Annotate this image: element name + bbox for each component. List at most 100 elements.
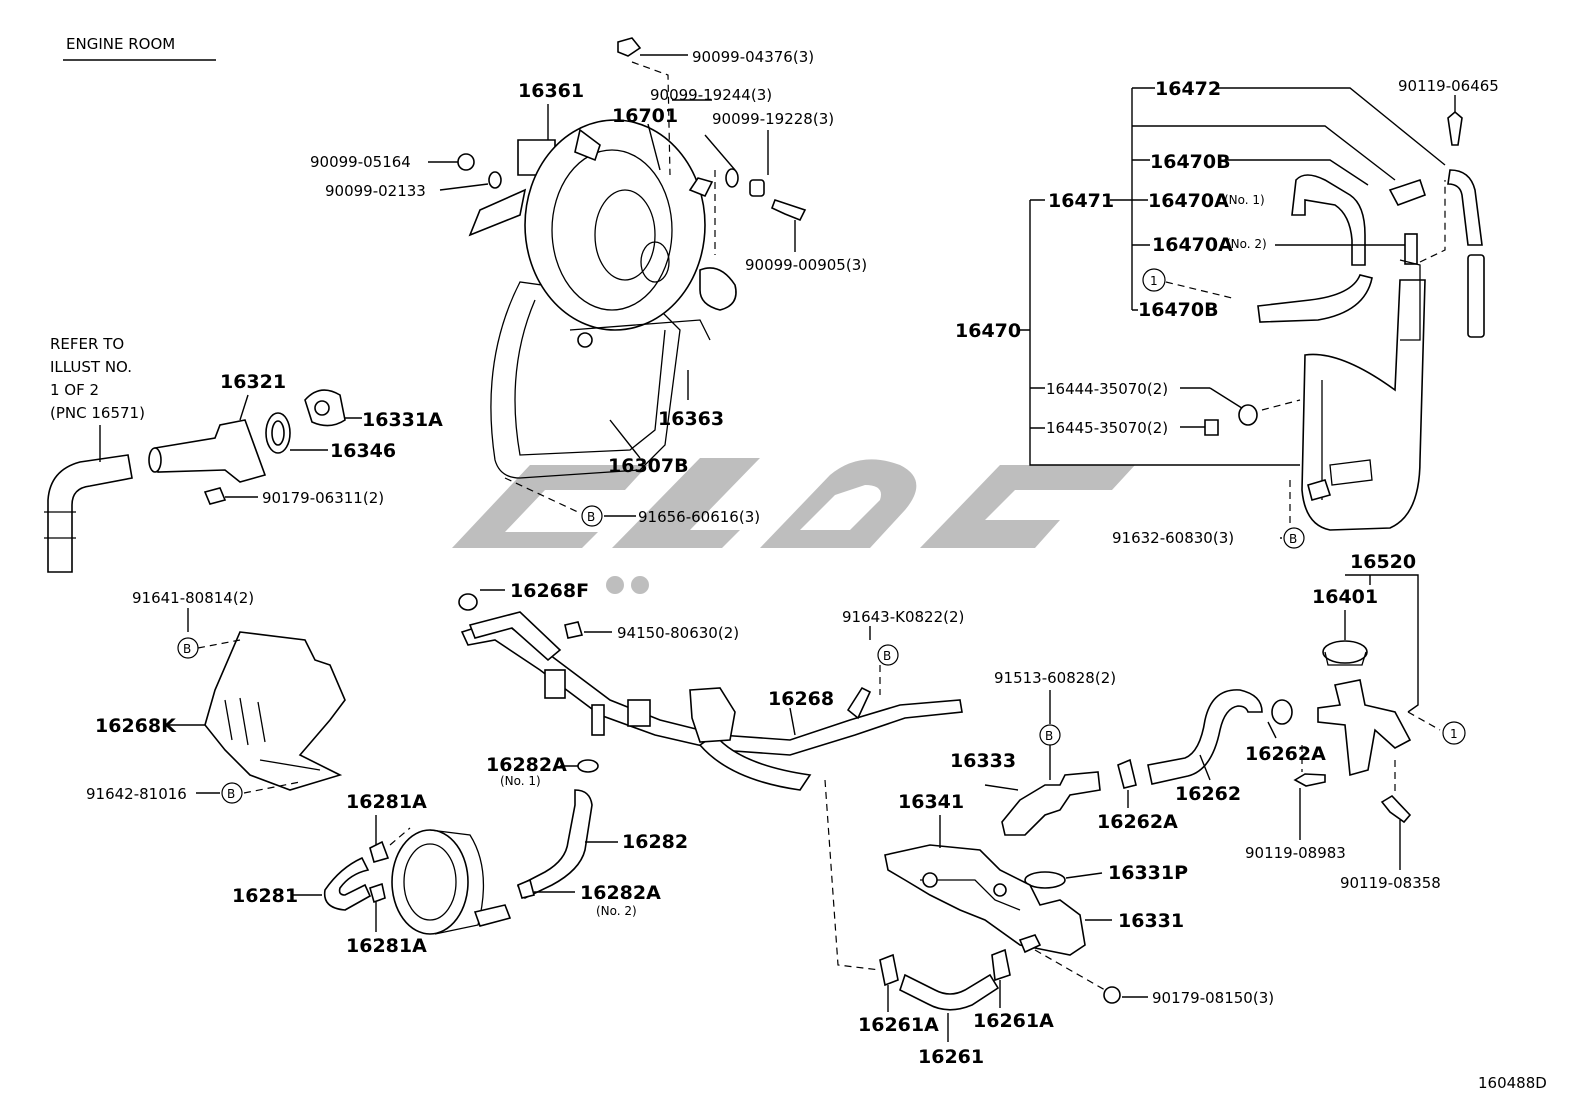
grommet-icon [1238,404,1258,426]
callout-90099-05164: 90099-05164 [310,153,411,171]
bolt-icon [1018,934,1121,1004]
callout-16470: 16470 [955,320,1021,342]
callout-16470b-bot: 16470B [1138,299,1219,321]
ref-marker-1-top-text: 1 [1150,274,1158,288]
hose-icon [44,425,133,573]
callout-16262: 16262 [1175,783,1241,805]
leader-16472-dash [1419,180,1446,263]
callout-16401: 16401 [1312,586,1378,608]
callout-91656-60616: 91656-60616(3) [638,508,760,526]
heat-insulator-icon [204,631,346,791]
watermark-logo [452,458,1135,594]
callout-16363: 16363 [658,408,724,430]
leader-16262a-right [1267,721,1277,739]
callout-16282a-no2-note: (No. 2) [596,904,637,918]
callout-16346: 16346 [330,440,396,462]
leader-16307b [609,419,641,459]
callout-16282a-no2: 16282A [580,882,661,904]
bolt-marker-91656-letter: B [587,510,595,524]
bolt-marker-91513 [1039,724,1061,746]
hose-icon [323,759,599,911]
screw-icon [1293,773,1412,824]
callout-16470a-no1-note: (No. 1) [1224,193,1265,207]
callout-16261a-left: 16261A [858,1014,939,1036]
callout-16307b: 16307B [608,455,689,477]
bolt-marker-91643-letter: B [883,649,891,663]
callout-16520: 16520 [1350,551,1416,573]
callout-16331: 16331 [1118,910,1184,932]
callout-91641-80814: 91641-80814(2) [132,589,254,607]
callout-16282a-no1-note: (No. 1) [500,774,541,788]
hose-icon [879,948,1011,1011]
callout-16444: 16444-35070(2) [1046,380,1168,398]
refer-note-line-1: REFER TO [50,335,124,353]
callout-90099-19244: 90099-19244(3) [650,86,772,104]
bolt-marker-91632 [1283,527,1305,549]
leader-08150-dash [1034,949,1106,991]
leader-ref-1-top [1165,281,1233,299]
callout-90119-08358: 90119-08358 [1340,874,1441,892]
callout-16268k: 16268K [95,715,177,737]
leader-16262 [1199,754,1211,781]
bracket-16470 [1020,199,1300,466]
illustration-code: 160488D [1478,1074,1547,1092]
callout-16281a-top: 16281A [346,791,427,813]
leader-16268 [789,707,796,736]
callout-16341: 16341 [898,791,964,813]
callout-16331a: 16331A [362,409,443,431]
fan-shroud-icon [468,119,737,479]
ref-marker-1-top [1142,268,1166,292]
callout-16361: 16361 [518,80,584,102]
callout-91513-60828: 91513-60828(2) [994,669,1116,687]
leader-16333 [984,784,1019,791]
refer-note-line-4: (PNC 16571) [50,404,145,422]
callout-91632-60830: 91632-60830(3) [1112,529,1234,547]
callout-16261: 16261 [918,1046,984,1068]
callout-16470a-no2: 16470A [1152,234,1233,256]
callout-16470a-no2-note: (No. 2) [1226,237,1267,251]
callout-94150-80630: 94150-80630(2) [617,624,739,642]
leader-16261-dash [824,779,881,971]
radiator-cap-icon [1317,640,1412,777]
oil-cooler-icon [391,829,512,935]
callout-90119-08983: 90119-08983 [1245,844,1346,862]
callout-16268f: 16268F [510,580,589,602]
leader-90099-19244-b [704,134,736,171]
section-title: ENGINE ROOM [66,35,175,53]
callout-16445: 16445-35070(2) [1046,419,1168,437]
thermostat-icon [148,389,346,505]
callout-90099-00905: 90099-00905(3) [745,256,867,274]
callout-16333: 16333 [950,750,1016,772]
water-pipe-icon [460,611,963,791]
callout-90099-02133: 90099-02133 [325,182,426,200]
callout-91642-81016: 91642-81016 [86,785,187,803]
bolt-marker-91642 [221,782,243,804]
bolt-marker-91643 [877,644,899,666]
callout-16282: 16282 [622,831,688,853]
refer-note: REFER TO ILLUST NO. 1 OF 2 (PNC 16571) [50,335,145,422]
callout-16701: 16701 [612,105,678,127]
bolt-marker-91656 [581,505,603,527]
bracket-16471 [1131,87,1446,311]
bolt-marker-91642-letter: B [227,787,235,801]
callout-16470b-top: 16470B [1150,151,1231,173]
callout-16281a-bot: 16281A [346,935,427,957]
leader-16701 [647,123,661,171]
bracket-16520 [1345,574,1419,713]
callout-90179-08150: 90179-08150(3) [1152,989,1274,1007]
hose-icon [1257,110,1485,338]
callout-16282a-no1: 16282A [486,754,567,776]
leader-16321 [239,394,249,421]
callout-16331p: 16331P [1108,862,1188,884]
gasket-icon [458,593,584,639]
cap-icon [1204,419,1219,436]
leader-ref-1-bot [1407,711,1441,731]
callout-16262a-left: 16262A [1097,811,1178,833]
leader-90099-02133 [439,183,489,191]
leader-91656-dash [504,477,581,514]
callout-16262a-right: 16262A [1245,743,1326,765]
leader-16331p [1065,872,1103,879]
callout-16472: 16472 [1155,78,1221,100]
bolt-marker-91641 [177,637,199,659]
